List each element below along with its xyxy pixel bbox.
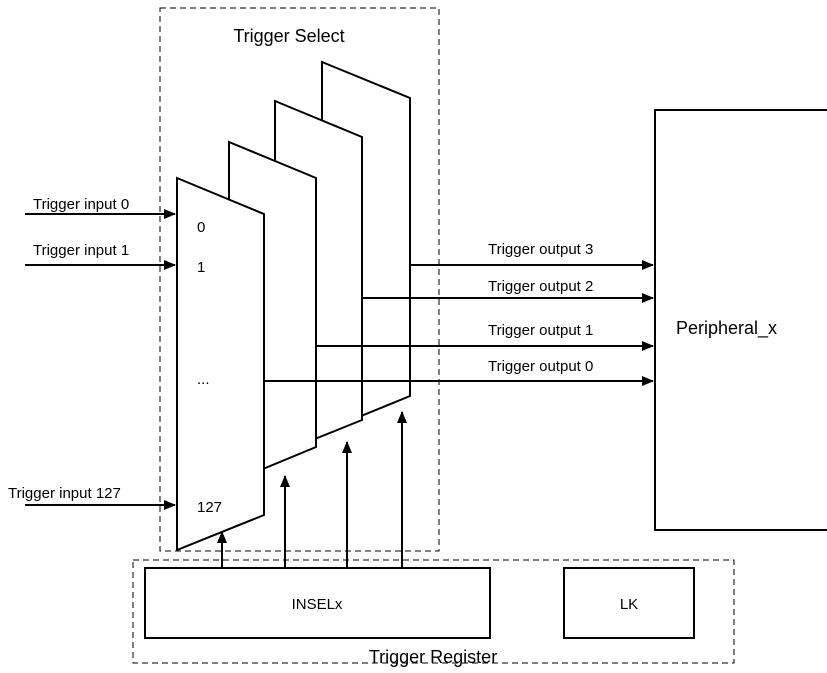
- inselx-register: [144, 567, 491, 639]
- trigger-output-0-label: Trigger output 0: [488, 358, 593, 375]
- mux-port-dots: ...: [197, 371, 210, 388]
- peripheral-label: Peripheral_x: [676, 318, 777, 339]
- mux-output-0: [176, 176, 265, 552]
- trigger-output-2-label: Trigger output 2: [488, 278, 593, 295]
- trigger-output-1-label: Trigger output 1: [488, 322, 593, 339]
- mux-port-127: 127: [197, 499, 222, 516]
- lk-register: [563, 567, 695, 639]
- peripheral-box: [654, 109, 827, 531]
- trigger-register-boundary: [132, 559, 735, 664]
- trigger-register-title: Trigger Register: [369, 647, 497, 667]
- mux-port-1: 1: [197, 259, 205, 276]
- trigger-select-boundary: [159, 7, 440, 552]
- trigger-select-title: Trigger Select: [233, 26, 344, 46]
- trigger-output-3-label: Trigger output 3: [488, 241, 593, 258]
- lk-label: LK: [620, 596, 638, 613]
- mux-port-0: 0: [197, 219, 205, 236]
- inselx-label: INSELx: [292, 596, 343, 613]
- trigger-input-0-label: Trigger input 0: [33, 196, 129, 213]
- trigger-input-127-label: Trigger input 127: [8, 485, 121, 502]
- trigger-input-1-label: Trigger input 1: [33, 242, 129, 259]
